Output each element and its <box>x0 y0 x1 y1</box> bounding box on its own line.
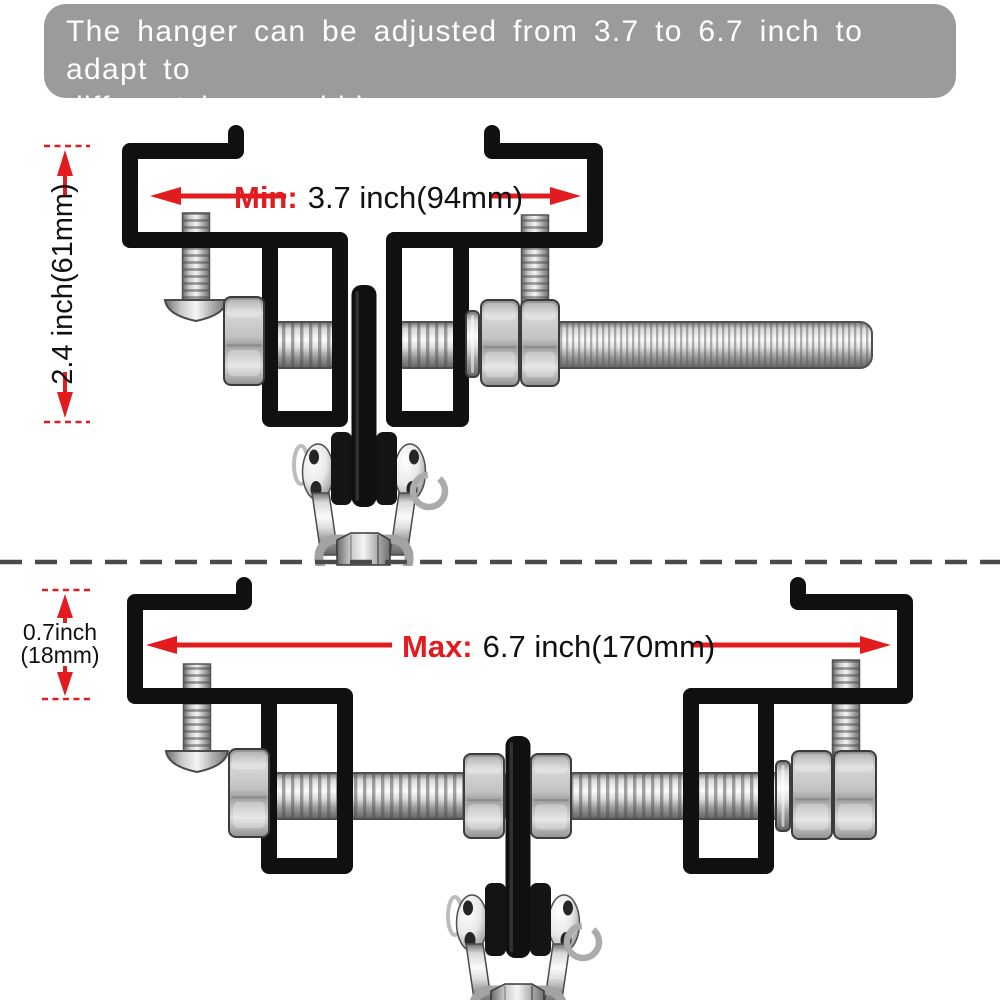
nut-highlight <box>525 351 555 378</box>
screw-thread-texture <box>832 660 860 756</box>
left-arrow-icon <box>150 187 181 205</box>
screw-dome-head <box>164 750 230 774</box>
min-width-label: Min: 3.7 inch(94mm) <box>234 180 523 215</box>
hanger-plate <box>351 285 377 507</box>
max-width-label: Max: 6.7 inch(170mm) <box>402 629 715 664</box>
clamp-assembly-max-view <box>127 577 913 1000</box>
up-arrow-icon <box>57 594 73 618</box>
nut-highlight <box>468 804 500 830</box>
max-width-prefix: Max: <box>402 629 473 664</box>
thread-texture <box>546 322 872 368</box>
swivel-spacer-left <box>485 883 506 956</box>
hex-nut <box>463 753 505 839</box>
info-banner: The hanger can be adjusted from 3.7 to 6… <box>44 4 956 124</box>
screw-thread-texture <box>521 215 549 303</box>
max-height-label-line2: (18mm) <box>20 642 99 668</box>
hex-bolt-head <box>490 983 545 1000</box>
nut-highlight <box>838 803 872 831</box>
clamp-bracket-right <box>683 577 913 874</box>
clevis-leg-right <box>544 943 571 1000</box>
down-arrow-icon <box>57 392 73 418</box>
nut-highlight <box>535 804 567 830</box>
nut-highlight <box>524 303 556 321</box>
thread-texture <box>272 322 338 368</box>
nut-highlight <box>534 757 568 774</box>
nut-highlight <box>795 754 829 772</box>
plate-highlight <box>509 742 513 952</box>
left-arrow-icon <box>146 636 177 654</box>
max-height-dimension: 0.7inch (18mm) <box>20 588 100 701</box>
nut-highlight <box>796 803 828 831</box>
screw-dome-head <box>163 299 229 323</box>
thread-texture <box>256 773 505 819</box>
circlip-ring <box>563 922 603 962</box>
hex-nut <box>833 750 877 840</box>
min-width-dimension: Min: 3.7 inch(94mm) <box>150 180 581 215</box>
swivel-spacer-right <box>530 883 551 956</box>
nut-highlight <box>485 351 515 378</box>
hex-nut <box>480 299 520 387</box>
nut-highlight <box>484 303 516 321</box>
min-width-value: 3.7 inch(94mm) <box>308 180 523 215</box>
max-height-label-line1: 0.7inch <box>23 619 97 645</box>
up-arrow-icon <box>57 150 73 176</box>
washer-highlight <box>471 315 474 373</box>
hex-nut <box>791 750 833 840</box>
clevis-leg-left <box>465 943 492 1000</box>
plate-highlight <box>355 291 359 501</box>
hex-nut <box>530 753 572 839</box>
max-width-dimension: Max: 6.7 inch(170mm) <box>146 629 891 664</box>
banner-line2: different beam widths. <box>66 91 400 124</box>
right-arrow-icon <box>860 636 891 654</box>
hanger-plate <box>505 736 531 958</box>
nut-highlight <box>467 757 501 774</box>
max-width-value: 6.7 inch(170mm) <box>483 629 716 664</box>
swivel-spacer-right <box>376 432 397 505</box>
hex-nut <box>228 748 270 838</box>
circlip-ring <box>409 471 449 511</box>
min-height-label: 2.4 inch(61mm) <box>47 183 79 384</box>
banner-line1: The hanger can be adjusted from 3.7 to 6… <box>66 15 864 86</box>
swivel-clipped <box>292 285 449 566</box>
nut-highlight <box>228 349 260 377</box>
ball-hole <box>463 900 473 916</box>
ball-hole <box>409 449 419 465</box>
clamp-bracket-right <box>386 125 603 427</box>
nut-highlight <box>232 752 266 770</box>
thread-texture <box>400 322 456 368</box>
down-arrow-icon <box>57 672 73 696</box>
clamp-assembly-min-view <box>122 125 873 566</box>
hex-nut <box>223 296 265 386</box>
right-arrow-icon <box>550 187 581 205</box>
nut-highlight <box>837 754 873 772</box>
ball-hole <box>563 900 573 916</box>
nut-highlight <box>227 300 261 318</box>
swivel-spacer-left <box>331 432 352 505</box>
min-height-dimension: 2.4 inch(61mm) <box>44 144 90 424</box>
screw-thread-texture <box>183 664 211 751</box>
washer-highlight <box>781 765 785 827</box>
min-width-prefix: Min: <box>234 180 298 215</box>
ball-hole <box>309 449 319 465</box>
clamp-bracket-left <box>122 125 348 427</box>
clamp-bracket-left <box>127 577 353 874</box>
hex-nut <box>520 299 560 387</box>
screw-thread-texture <box>182 213 210 300</box>
nut-highlight <box>233 801 265 829</box>
